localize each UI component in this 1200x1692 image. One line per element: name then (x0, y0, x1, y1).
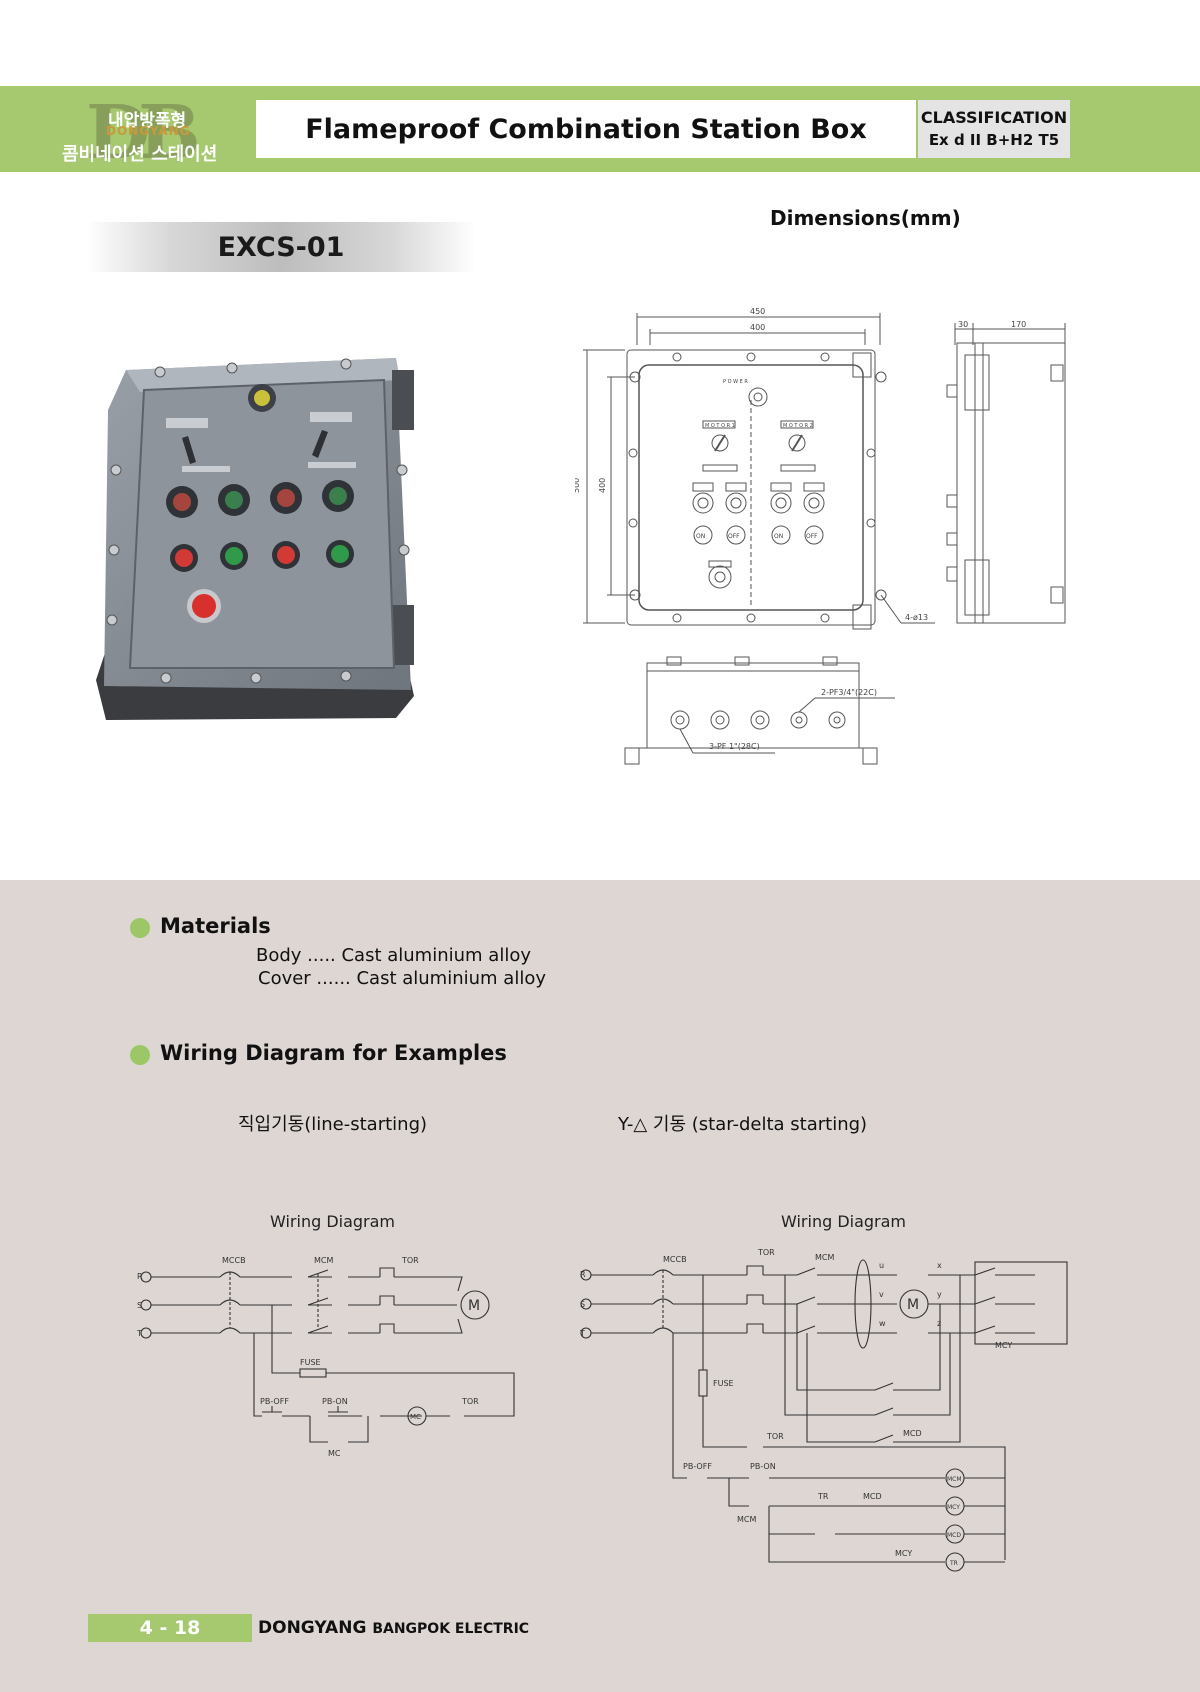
wd2-mcy-coil: MCY (947, 1504, 960, 1511)
drawing-conduit-bottom: 3-PF 1"(28C) (709, 742, 760, 751)
drawing-on-2: ON (774, 533, 783, 540)
wd1-pb-on: PB-ON (322, 1397, 348, 1406)
drawing-motor1-label: M O T O R 1 (705, 423, 735, 429)
materials-cover: Cover ...... Cast aluminium alloy (258, 968, 546, 989)
wd2-tor: TOR (757, 1248, 775, 1257)
dimensions-title: Dimensions(mm) (770, 206, 961, 230)
logo-db-mark: DB (86, 90, 201, 176)
logo-korean-line1: 내압방폭형 (108, 111, 187, 131)
model-label-bar: EXCS-01 (86, 222, 476, 272)
wd1-pb-off: PB-OFF (260, 1397, 289, 1406)
wiring-heading: Wiring Diagram for Examples (160, 1041, 507, 1065)
page-title: Flameproof Combination Station Box (305, 113, 867, 145)
footer-company: DONGYANG BANGPOK ELECTRIC (258, 1618, 529, 1638)
wd2-r: R (580, 1270, 586, 1279)
wd1-fuse: FUSE (300, 1358, 321, 1367)
line-starting-title: 직입기동(line-starting) (238, 1114, 428, 1135)
wd2-x: x (937, 1261, 942, 1270)
lower-section (0, 880, 1200, 1692)
wd2-tr-coil: TR (949, 1560, 958, 1567)
wd1-tor-ctrl: TOR (461, 1397, 479, 1406)
model-name: EXCS-01 (217, 232, 345, 263)
wd1-mccb: MCCB (222, 1256, 246, 1265)
title-box: Flameproof Combination Station Box (256, 100, 916, 158)
classification-label: CLASSIFICATION (920, 108, 1068, 127)
wd2-mcd: MCD (903, 1429, 922, 1438)
wd2-z: z (937, 1319, 941, 1328)
dim-450: 450 (750, 307, 765, 316)
wd2-t: T (579, 1329, 585, 1338)
wd2-v: v (879, 1290, 884, 1299)
wd2-fuse: FUSE (713, 1379, 734, 1388)
wd2-mcm: MCM (815, 1253, 834, 1262)
materials-body: Body ..... Cast aluminium alloy (256, 945, 531, 966)
wd2-motor: M (907, 1297, 919, 1313)
wd2-y: y (937, 1290, 942, 1299)
classification-box: CLASSIFICATION Ex d II B+H2 T5 (918, 100, 1070, 158)
header-band: DB 내압방폭형 DONGYANG 콤비네이션 스테이션 Flameproof … (0, 86, 1200, 172)
logo-english: DONGYANG (106, 124, 191, 138)
drawing-conduit-top: 2-PF3/4"(22C) (821, 688, 877, 697)
logo-korean-line2: 콤비네이션 스테이션 (62, 144, 218, 165)
wiring-bullet-icon (130, 1045, 150, 1065)
wd2-mcm-contact: MCM (737, 1515, 756, 1524)
wiring-diagram-title-left: Wiring Diagram (270, 1212, 396, 1231)
wd2-pb-off: PB-OFF (683, 1462, 712, 1471)
wd2-tr: TR (817, 1492, 829, 1501)
page-number: 4 - 18 (88, 1614, 252, 1642)
wd1-mc-contact: MC (328, 1449, 341, 1458)
drawing-off-2: OFF (806, 533, 818, 540)
wd1-motor: M (468, 1298, 480, 1314)
wd2-tor-ctrl: TOR (766, 1432, 784, 1441)
dimension-drawing: 450 400 500 400 P O W E R M O T O R 1 M … (575, 307, 1066, 765)
dim-500: 500 (575, 478, 581, 493)
wd2-mcy-contact: MCY (895, 1549, 912, 1558)
materials-heading: Materials (160, 914, 271, 938)
product-photo (96, 358, 414, 720)
wiring-diagram-title-right: Wiring Diagram (781, 1212, 907, 1231)
dim-400-width: 400 (750, 323, 765, 332)
drawing-holes-label: 4-ø13 (905, 613, 928, 622)
wd2-mccb: MCCB (663, 1255, 687, 1264)
wd1-mc-coil: MC (410, 1413, 421, 1421)
drawing-on-1: ON (696, 533, 705, 540)
wd2-mcy: MCY (995, 1341, 1012, 1350)
wd2-mcm-coil: MCM (947, 1476, 962, 1483)
wd1-t: T (136, 1329, 142, 1338)
drawing-power-label: P O W E R (723, 379, 748, 385)
wd2-mcd-coil: MCD (947, 1532, 961, 1539)
footer-company-name: DONGYANG (258, 1618, 367, 1638)
wd2-u: u (879, 1261, 884, 1270)
wd2-w: w (879, 1319, 886, 1328)
dim-30: 30 (958, 320, 968, 329)
wd2-mcd-contact: MCD (863, 1492, 882, 1501)
materials-bullet-icon (130, 918, 150, 938)
footer-company-rest: BANGPOK ELECTRIC (372, 1621, 530, 1637)
star-delta-title: Y-△ 기동 (star-delta starting) (618, 1114, 868, 1135)
wiring-diagram-line-starting: MCCB MCM TOR R S T M FUSE PB-OFF PB-ON T… (136, 1256, 515, 1458)
wd1-tor: TOR (401, 1256, 419, 1265)
dim-170: 170 (1011, 320, 1026, 329)
dim-400-height: 400 (598, 478, 607, 493)
drawing-off-1: OFF (728, 533, 740, 540)
wd1-mcm: MCM (314, 1256, 333, 1265)
company-logo: DB 내압방폭형 DONGYANG 콤비네이션 스테이션 (62, 96, 252, 170)
wd1-s: S (137, 1301, 142, 1310)
classification-value: Ex d II B+H2 T5 (928, 131, 1060, 149)
wd2-s: S (580, 1300, 585, 1309)
wd2-pb-on: PB-ON (750, 1462, 776, 1471)
wiring-diagram-star-delta: MCCB TOR MCM u v w x y z MCY MCD R S T M… (579, 1248, 1068, 1572)
drawing-motor2-label: M O T O R 2 (783, 423, 813, 429)
wd1-r: R (137, 1272, 143, 1281)
